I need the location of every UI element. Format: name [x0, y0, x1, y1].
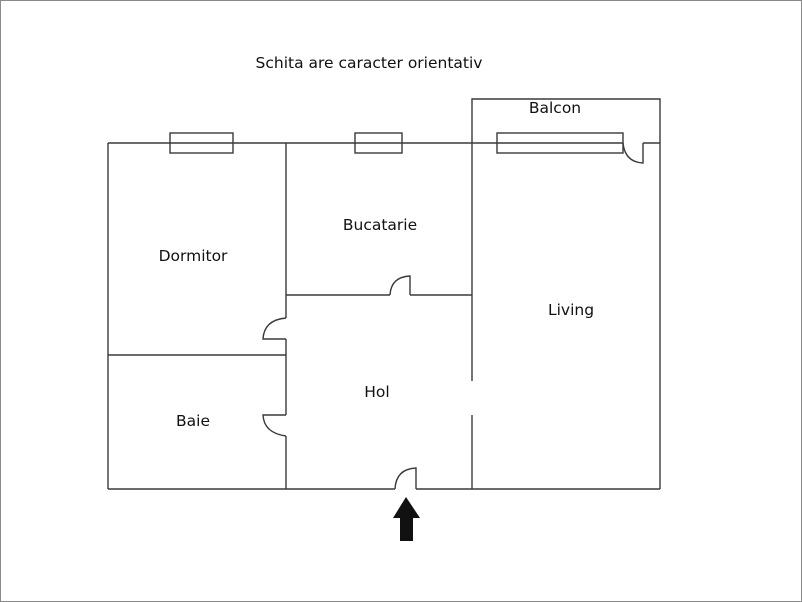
room-label-balcon: Balcon	[528, 99, 582, 117]
disclaimer-note: Schita are caracter orientativ	[255, 54, 483, 72]
up-arrow-icon	[393, 497, 420, 541]
window-bucatarie	[354, 132, 403, 154]
door-balcony	[622, 142, 644, 164]
room-label-living: Living	[547, 301, 595, 319]
door-bucatarie	[389, 275, 411, 296]
window-dormitor	[169, 132, 234, 154]
room-label-hol: Hol	[364, 383, 390, 401]
door-baie	[262, 414, 287, 437]
room-label-baie: Baie	[176, 412, 210, 430]
door-dormitor	[262, 317, 287, 340]
balcony-outline	[471, 98, 661, 143]
room-label-bucatarie: Bucatarie	[342, 216, 418, 234]
room-label-dormitor: Dormitor	[158, 247, 228, 265]
door-entrance	[394, 467, 417, 490]
